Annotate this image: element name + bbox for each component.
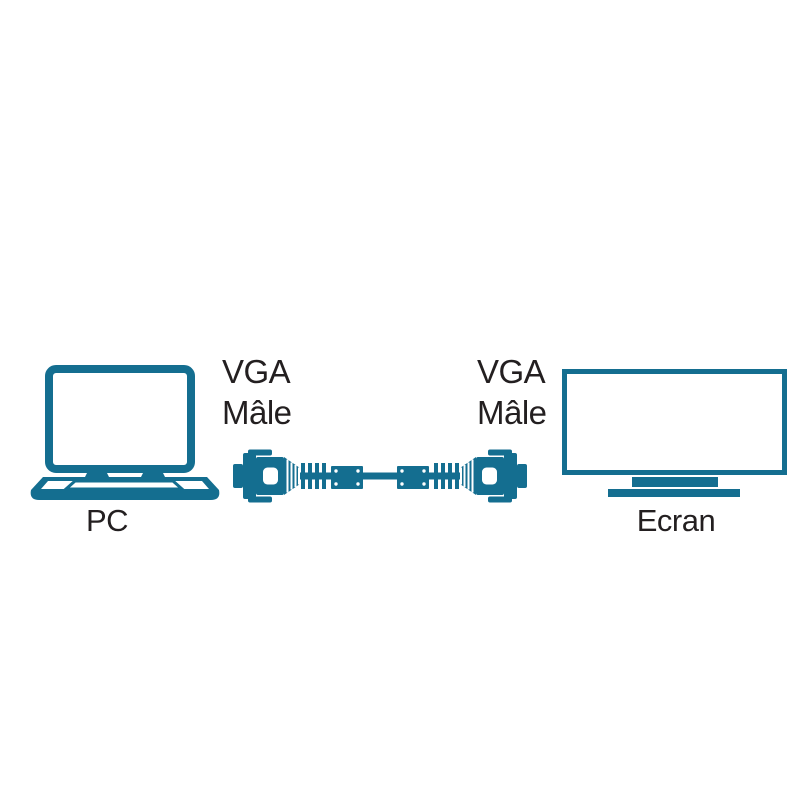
ecran-label: Ecran — [636, 503, 716, 538]
left-vga-connector-icon — [232, 448, 364, 504]
vga-cable-icon — [232, 448, 528, 504]
laptop-icon — [30, 365, 220, 500]
left-connector-label: VGA Mâle — [222, 351, 292, 433]
left-connector-label-line1: VGA — [222, 353, 291, 390]
laptop-hinge-right — [141, 471, 165, 477]
right-vga-connector-icon — [396, 448, 528, 504]
laptop-keyboard — [62, 479, 186, 491]
cable-wire — [325, 472, 435, 480]
monitor-stand-icon — [632, 477, 718, 487]
pc-label: PC — [85, 503, 129, 538]
left-connector-label-line2: Mâle — [222, 394, 292, 431]
monitor-base-icon — [608, 489, 740, 497]
right-connector-label-line2: Mâle — [477, 394, 547, 431]
laptop-hinge-left — [85, 471, 109, 477]
monitor-screen-icon — [562, 369, 787, 475]
laptop-screen — [45, 365, 195, 473]
right-connector-label-line1: VGA — [477, 353, 546, 390]
right-connector-label: VGA Mâle — [477, 351, 547, 433]
